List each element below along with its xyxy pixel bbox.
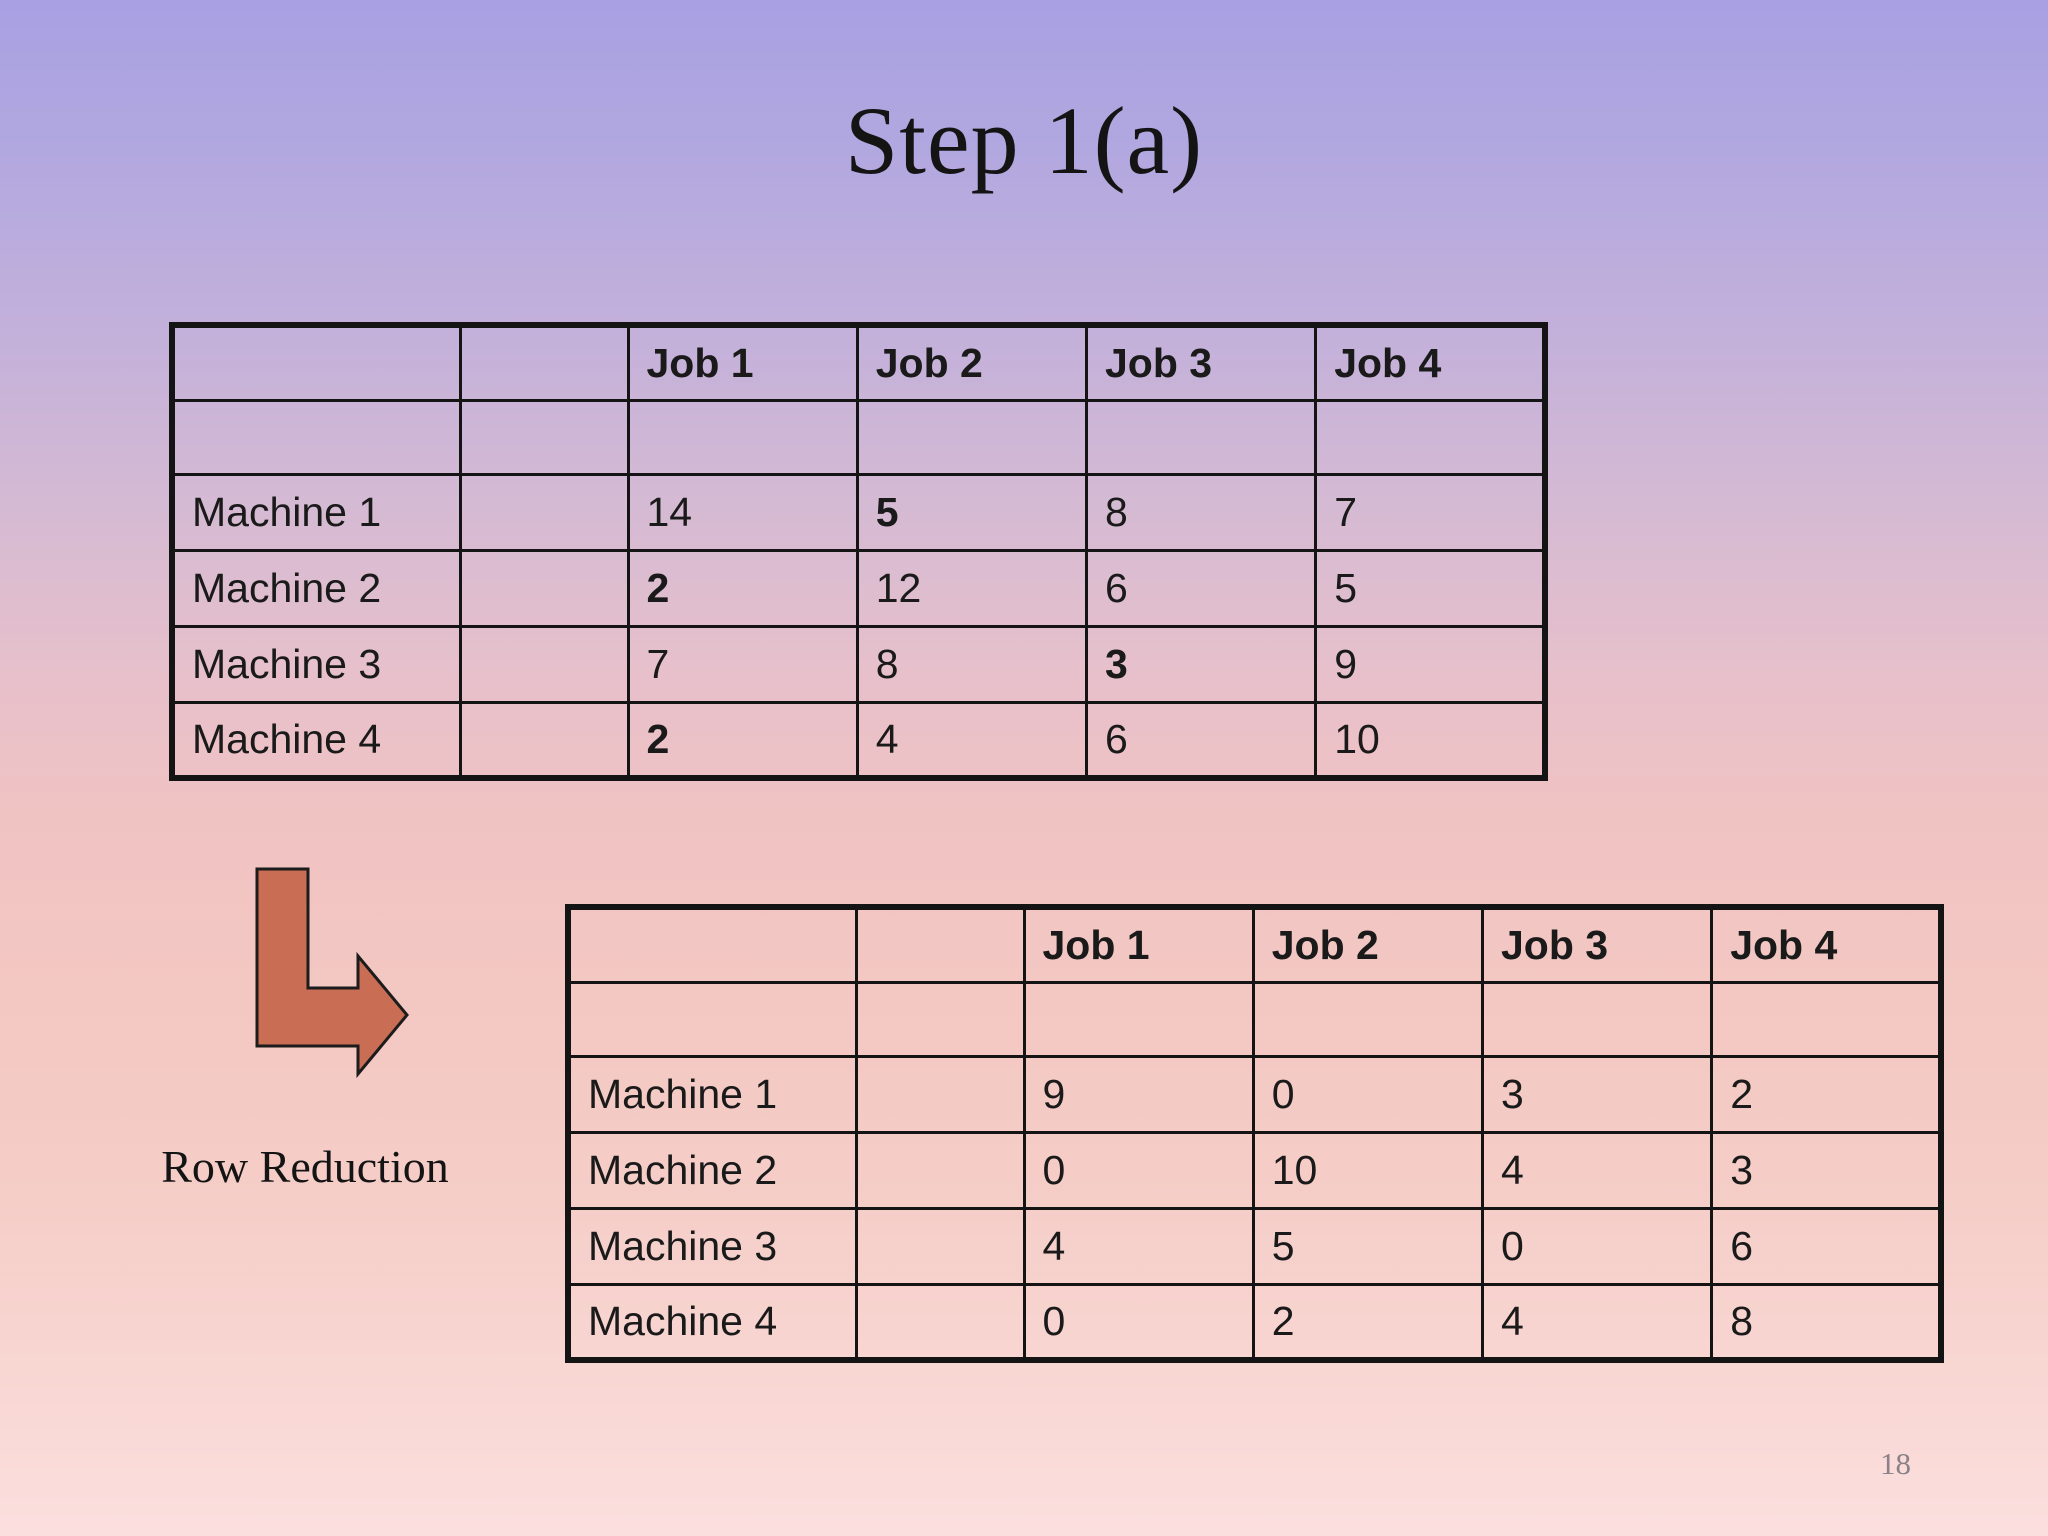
value-cell: 2 — [626, 700, 859, 780]
row-label: Machine 4 — [170, 700, 463, 780]
value-cell — [855, 1282, 1026, 1362]
value-cell — [459, 472, 630, 552]
row-label: Machine 2 — [170, 548, 463, 628]
page-number: 18 — [1880, 1446, 1911, 1481]
value-cell: 3 — [1710, 1130, 1943, 1210]
row-label — [566, 980, 859, 1058]
value-cell — [855, 1130, 1026, 1210]
value-cell — [855, 1206, 1026, 1286]
column-header — [855, 905, 1026, 984]
value-cell: 4 — [1480, 1130, 1714, 1210]
value-cell — [459, 624, 630, 704]
bent-arrow-icon — [255, 867, 409, 1079]
column-header: Job 1 — [1022, 905, 1255, 984]
value-cell: 4 — [855, 700, 1088, 780]
value-cell: 8 — [1710, 1282, 1943, 1362]
value-cell — [1084, 398, 1318, 476]
row-label: Machine 2 — [566, 1130, 859, 1210]
value-cell: 0 — [1480, 1206, 1714, 1286]
value-cell: 0 — [1251, 1054, 1484, 1134]
value-cell — [1710, 980, 1943, 1058]
value-cell: 14 — [626, 472, 859, 552]
value-cell — [855, 398, 1088, 476]
value-cell — [1022, 980, 1255, 1058]
value-cell: 2 — [626, 548, 859, 628]
value-cell: 7 — [1314, 472, 1547, 552]
value-cell — [459, 700, 630, 780]
value-cell: 9 — [1314, 624, 1547, 704]
column-header — [459, 323, 630, 402]
row-label: Machine 1 — [566, 1054, 859, 1134]
value-cell: 6 — [1710, 1206, 1943, 1286]
column-header: Job 2 — [855, 323, 1088, 402]
value-cell — [855, 980, 1026, 1058]
value-cell: 6 — [1084, 548, 1318, 628]
value-cell: 3 — [1084, 624, 1318, 704]
value-cell: 2 — [1710, 1054, 1943, 1134]
row-label: Machine 4 — [566, 1282, 859, 1362]
column-header: Job 2 — [1251, 905, 1484, 984]
value-cell: 8 — [1084, 472, 1318, 552]
value-cell: 12 — [855, 548, 1088, 628]
row-reduction-label: Row Reduction — [161, 1141, 449, 1192]
slide-title: Step 1(a) — [844, 87, 1204, 194]
value-cell — [1251, 980, 1484, 1058]
value-cell: 3 — [1480, 1054, 1714, 1134]
column-header — [566, 905, 859, 984]
value-cell — [1314, 398, 1547, 476]
value-cell: 10 — [1314, 700, 1547, 780]
value-cell — [1480, 980, 1714, 1058]
value-cell — [459, 398, 630, 476]
value-cell: 2 — [1251, 1282, 1484, 1362]
column-header: Job 4 — [1314, 323, 1547, 402]
value-cell: 7 — [626, 624, 859, 704]
column-header: Job 3 — [1084, 323, 1318, 402]
spacer-row — [566, 980, 1943, 1058]
value-cell — [626, 398, 859, 476]
row-label — [170, 398, 463, 476]
value-cell: 5 — [1251, 1206, 1484, 1286]
row-label: Machine 3 — [170, 624, 463, 704]
row-label: Machine 3 — [566, 1206, 859, 1286]
value-cell: 8 — [855, 624, 1088, 704]
value-cell: 0 — [1022, 1282, 1255, 1362]
value-cell — [855, 1054, 1026, 1134]
value-cell: 10 — [1251, 1130, 1484, 1210]
value-cell: 9 — [1022, 1054, 1255, 1134]
value-cell: 4 — [1480, 1282, 1714, 1362]
value-cell: 0 — [1022, 1130, 1255, 1210]
spacer-row — [170, 398, 1547, 476]
value-cell: 5 — [1314, 548, 1547, 628]
value-cell: 5 — [855, 472, 1088, 552]
column-header: Job 4 — [1710, 905, 1943, 984]
value-cell: 4 — [1022, 1206, 1255, 1286]
row-label: Machine 1 — [170, 472, 463, 552]
value-cell — [459, 548, 630, 628]
column-header — [170, 323, 463, 402]
value-cell: 6 — [1084, 700, 1318, 780]
column-header: Job 1 — [626, 323, 859, 402]
column-header: Job 3 — [1480, 905, 1714, 984]
